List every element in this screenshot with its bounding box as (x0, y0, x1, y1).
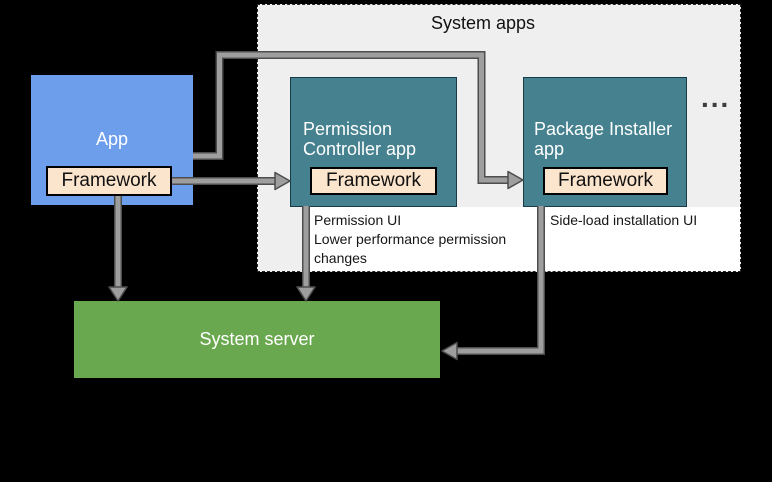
arrowhead-app-to-system-server (108, 286, 128, 302)
sideload-note-line: Side-load installation UI (550, 212, 698, 228)
permission-controller-label: Permission Controller app (303, 119, 417, 159)
package-installer-label: Package Installer app (534, 119, 673, 159)
permission-controller-framework-label: Framework (325, 170, 421, 191)
package-installer-note: Side-load installation UI (544, 207, 740, 271)
app-framework-box: Framework (46, 166, 172, 196)
package-installer-framework-label: Framework (557, 170, 653, 191)
app-label: App (95, 129, 129, 149)
app-framework-label: Framework (61, 170, 157, 191)
system-server-box: System server (74, 301, 440, 378)
system-apps-title: System apps (431, 13, 536, 33)
connector-app-to-system-server (108, 196, 128, 302)
package-installer-framework-box: Framework (543, 167, 668, 195)
system-server-label: System server (199, 329, 315, 349)
permission-note-line1: Permission UI (314, 212, 402, 228)
permission-controller-framework-box: Framework (310, 167, 437, 195)
arrowhead-package-installer-to-system-server (441, 341, 458, 361)
arrowhead-permission-controller-to-system-server (296, 286, 316, 302)
permission-controller-note: Permission UI Lower performance permissi… (309, 207, 541, 271)
more-apps-ellipsis-icon: ... (701, 82, 731, 113)
permission-note-line2: Lower performance permission changes (314, 231, 507, 266)
